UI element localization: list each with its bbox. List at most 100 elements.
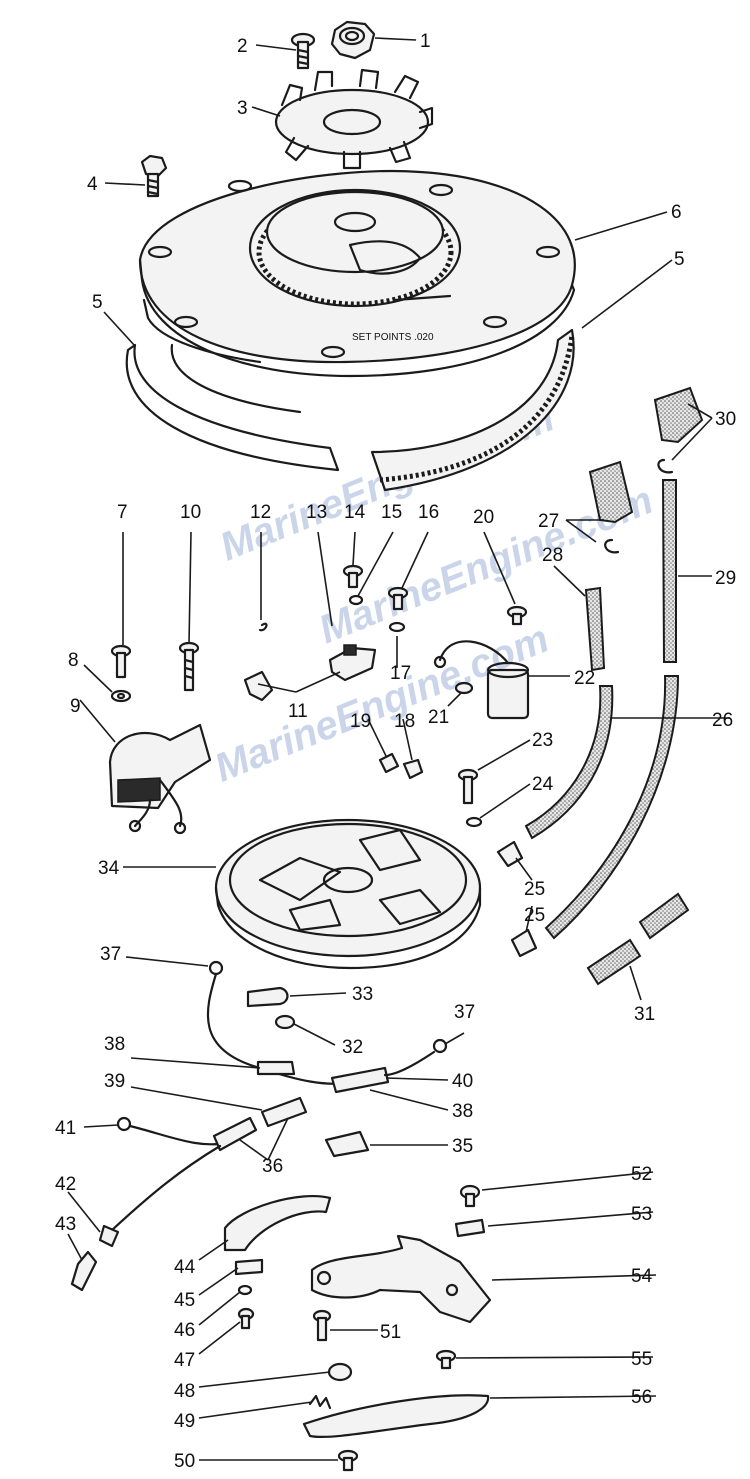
part-throttle-cam bbox=[310, 1234, 492, 1324]
part-washer bbox=[110, 689, 132, 703]
callout-number: 23 bbox=[532, 730, 553, 751]
callout-labels: 1 2 3 4 6 5 5 7 10 12 13 14 15 16 20 8 2… bbox=[55, 31, 736, 1472]
callout-number: 46 bbox=[174, 1320, 195, 1341]
part-washer bbox=[348, 594, 364, 606]
part-screw bbox=[178, 641, 200, 692]
callout-number: 13 bbox=[306, 502, 327, 523]
part-arm bbox=[223, 1194, 332, 1252]
part-terminal bbox=[246, 986, 289, 1008]
callout-number: 27 bbox=[538, 511, 559, 532]
callout-number: 14 bbox=[344, 502, 366, 523]
callout-number: 51 bbox=[380, 1322, 401, 1343]
callout-number: 55 bbox=[631, 1349, 652, 1370]
part-breaker-points bbox=[243, 622, 377, 702]
part-bolt bbox=[140, 154, 168, 198]
callout-number: 56 bbox=[631, 1387, 652, 1408]
part-screw bbox=[506, 605, 528, 626]
part-screw bbox=[342, 564, 364, 589]
callout-number: 2 bbox=[237, 36, 248, 57]
part-screw bbox=[454, 681, 474, 695]
callout-number: 17 bbox=[390, 663, 411, 684]
callout-number: 1 bbox=[420, 31, 431, 52]
part-clip bbox=[454, 1218, 486, 1238]
callout-number: 11 bbox=[288, 701, 308, 722]
callout-number: 28 bbox=[542, 545, 563, 566]
callout-number: 12 bbox=[250, 502, 271, 523]
callout-number: 21 bbox=[428, 707, 449, 728]
part-nut bbox=[330, 20, 376, 60]
callout-number: 34 bbox=[98, 858, 120, 879]
callout-number: 49 bbox=[174, 1411, 195, 1432]
callout-number: 41 bbox=[55, 1118, 76, 1139]
part-washer bbox=[237, 1284, 253, 1296]
callout-number: 25 bbox=[524, 905, 545, 926]
part-clip bbox=[378, 752, 424, 780]
part-flywheel: SET POINTS .020 bbox=[138, 169, 576, 378]
callout-number: 36 bbox=[262, 1156, 283, 1177]
callout-number: 19 bbox=[350, 711, 371, 732]
callout-number: 37 bbox=[100, 944, 121, 965]
callout-number: 33 bbox=[352, 984, 373, 1005]
callout-number: 48 bbox=[174, 1381, 195, 1402]
part-wire-harness bbox=[70, 960, 448, 1292]
callout-number: 39 bbox=[104, 1071, 125, 1092]
callout-number: 3 bbox=[237, 98, 248, 119]
callout-number: 50 bbox=[174, 1451, 195, 1472]
set-points-label: SET POINTS .020 bbox=[352, 332, 434, 343]
part-ring-gear bbox=[125, 328, 575, 492]
part-screw bbox=[237, 1307, 255, 1330]
callout-number: 45 bbox=[174, 1290, 195, 1311]
part-cover bbox=[302, 1394, 490, 1439]
callout-number: 10 bbox=[180, 502, 201, 523]
callout-number: 20 bbox=[473, 507, 494, 528]
part-screw bbox=[457, 768, 479, 805]
part-screw bbox=[312, 1309, 332, 1342]
part-spring bbox=[308, 1394, 332, 1410]
part-nut bbox=[327, 1362, 353, 1382]
part-retainer bbox=[274, 68, 434, 170]
part-condenser bbox=[433, 640, 530, 720]
part-screw bbox=[110, 644, 132, 679]
part-washer bbox=[388, 621, 406, 633]
callout-number: 52 bbox=[631, 1164, 652, 1185]
part-screw bbox=[387, 586, 409, 611]
callout-number: 54 bbox=[631, 1266, 653, 1287]
callout-number: 24 bbox=[532, 774, 554, 795]
callout-number: 53 bbox=[631, 1204, 652, 1225]
callout-number: 18 bbox=[394, 711, 415, 732]
part-screw bbox=[459, 1184, 481, 1208]
callout-number: 37 bbox=[454, 1002, 475, 1023]
callout-number: 7 bbox=[117, 502, 128, 523]
part-sleeve bbox=[584, 479, 677, 672]
callout-number: 31 bbox=[634, 1004, 655, 1025]
callout-number: 25 bbox=[524, 879, 545, 900]
leader-lines bbox=[67, 37, 730, 1461]
part-screw bbox=[290, 32, 316, 70]
part-clamp bbox=[324, 1130, 370, 1158]
callout-number: 15 bbox=[381, 502, 402, 523]
part-spark-boot bbox=[653, 386, 704, 474]
callout-number: 42 bbox=[55, 1174, 76, 1195]
part-washer bbox=[465, 816, 483, 828]
callout-number: 8 bbox=[68, 650, 79, 671]
part-cable bbox=[524, 675, 680, 940]
callout-number: 40 bbox=[452, 1071, 473, 1092]
part-grommet bbox=[496, 840, 538, 958]
part-stator-plate bbox=[214, 818, 482, 970]
part-spark-boot bbox=[588, 460, 634, 554]
callout-number: 44 bbox=[174, 1257, 196, 1278]
callout-number: 29 bbox=[715, 568, 736, 589]
part-clip bbox=[234, 1258, 264, 1276]
callout-number: 32 bbox=[342, 1037, 363, 1058]
callout-number: 30 bbox=[715, 409, 736, 430]
part-screw bbox=[435, 1349, 457, 1370]
callout-number: 38 bbox=[104, 1034, 125, 1055]
callout-number: 22 bbox=[574, 668, 595, 689]
callout-number: 38 bbox=[452, 1101, 473, 1122]
callout-number: 4 bbox=[87, 174, 98, 195]
callout-number: 16 bbox=[418, 502, 439, 523]
callout-number: 6 bbox=[671, 202, 682, 223]
callout-number: 5 bbox=[92, 292, 103, 313]
callout-number: 9 bbox=[70, 696, 81, 717]
